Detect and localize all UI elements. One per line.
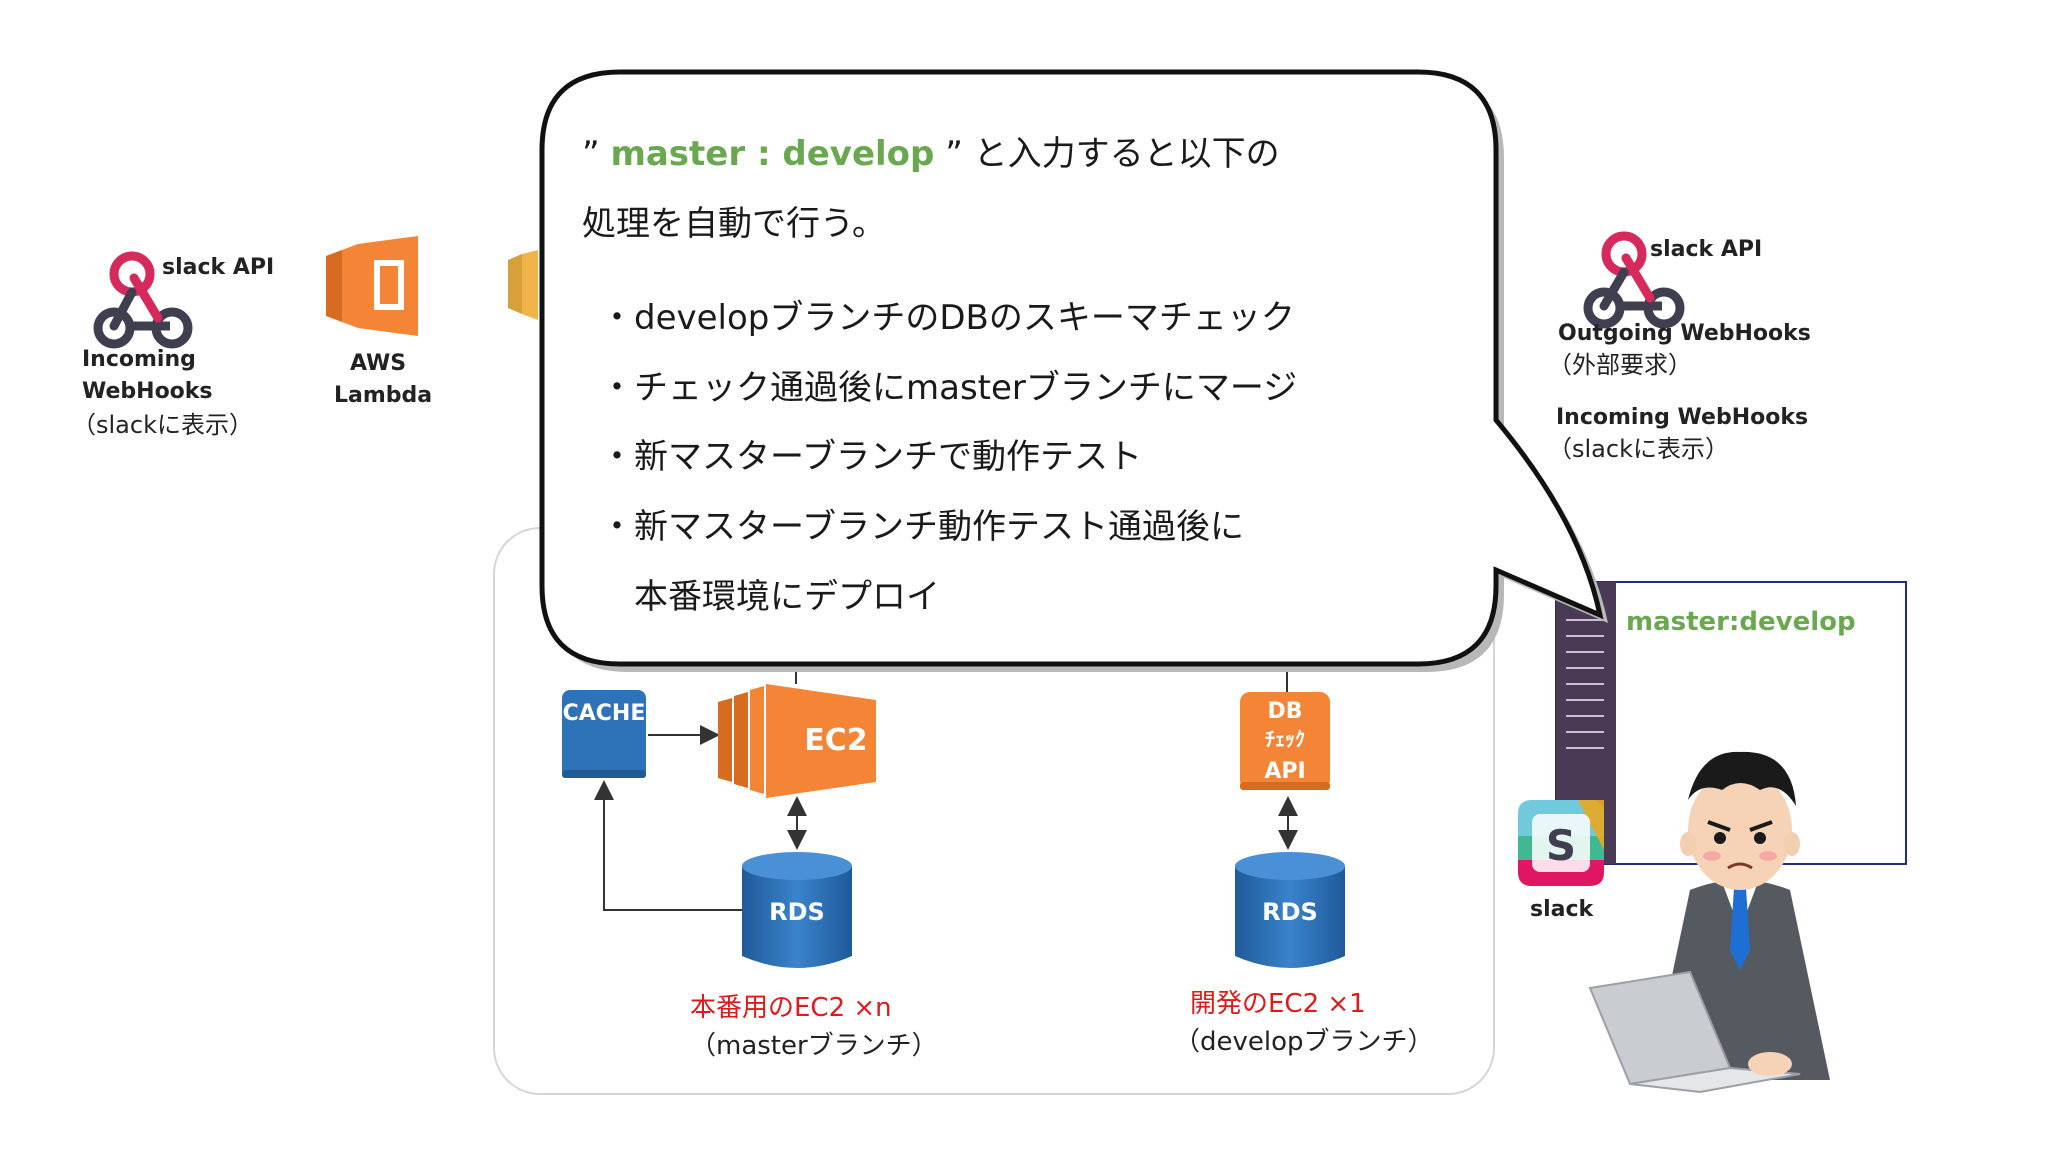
- incoming-webhooks-label-line1: Incoming: [82, 347, 196, 372]
- webhook-icon: [1583, 231, 1685, 329]
- bubble-item: ・チェック通過後にmasterブランチにマージ: [600, 368, 1298, 408]
- cache-icon: CACHE: [562, 690, 646, 778]
- bubble-content: ” master : develop ” と入力すると以下の 処理を自動で行う。…: [582, 126, 1482, 646]
- slack-api-label: slack API: [1650, 237, 1763, 262]
- slack-app-label: slack: [1530, 897, 1594, 922]
- webhook-icon: [93, 251, 193, 349]
- lambda-icon-hidden: [508, 250, 538, 320]
- aws-lambda-label-line1: AWS: [350, 351, 407, 376]
- production-ec2-title: 本番用のEC2 ×n: [690, 993, 892, 1023]
- bubble-line-1: ” master : develop ” と入力すると以下の: [582, 126, 1280, 175]
- incoming-webhooks-label-line2: WebHooks: [82, 379, 213, 404]
- svg-text:ﾁｪｯｸ: ﾁｪｯｸ: [1265, 727, 1305, 751]
- development-ec2-note: （developブランチ）: [1174, 1027, 1434, 1057]
- outgoing-webhooks-label: Outgoing WebHooks: [1558, 321, 1811, 346]
- incoming-webhooks-label: Incoming WebHooks: [1556, 405, 1809, 430]
- aws-lambda-label-line2: Lambda: [334, 383, 433, 408]
- speech-bubble: [539, 69, 1604, 667]
- incoming-webhooks-note: （slackに表示）: [1548, 435, 1729, 463]
- db-check-api-icon: DB ﾁｪｯｸ API: [1240, 692, 1330, 790]
- svg-text:S: S: [1546, 821, 1576, 870]
- svg-text:API: API: [1264, 759, 1305, 784]
- laptop-icon: [1588, 970, 1801, 1094]
- development-ec2-title: 開発のEC2 ×1: [1190, 989, 1366, 1019]
- slack-logo-icon: S: [1518, 800, 1604, 886]
- bubble-item: ・新マスターブランチ動作テスト通過後に: [600, 507, 1244, 547]
- lambda-icon: [326, 236, 418, 336]
- svg-text:RDS: RDS: [769, 898, 825, 926]
- svg-text:DB: DB: [1267, 699, 1302, 724]
- outgoing-webhooks-note: （外部要求）: [1548, 351, 1692, 379]
- bubble-item: ・developブランチのDBのスキーマチェック: [600, 298, 1295, 338]
- quote-close: ”: [945, 134, 963, 174]
- bubble-line-2: 処理を自動で行う。: [582, 204, 886, 244]
- slack-message: master:develop: [1626, 607, 1856, 637]
- ec2-icon: EC2: [718, 684, 876, 798]
- command-text: master : develop: [610, 134, 935, 174]
- slack-api-label: slack API: [162, 255, 275, 280]
- rds-icon: RDS: [742, 852, 852, 968]
- bubble-item: 本番環境にデプロイ: [600, 577, 940, 617]
- svg-text:CACHE: CACHE: [563, 701, 646, 726]
- svg-text:RDS: RDS: [1262, 898, 1318, 926]
- incoming-webhooks-note: （slackに表示）: [72, 411, 253, 439]
- svg-text:EC2: EC2: [804, 723, 867, 758]
- rds-icon: RDS: [1235, 852, 1345, 968]
- production-ec2-note: （masterブランチ）: [690, 1031, 938, 1061]
- bubble-line-1-rest: と入力すると以下の: [973, 134, 1280, 174]
- quote-open: ”: [582, 134, 600, 174]
- bubble-item: ・新マスターブランチで動作テスト: [600, 437, 1142, 477]
